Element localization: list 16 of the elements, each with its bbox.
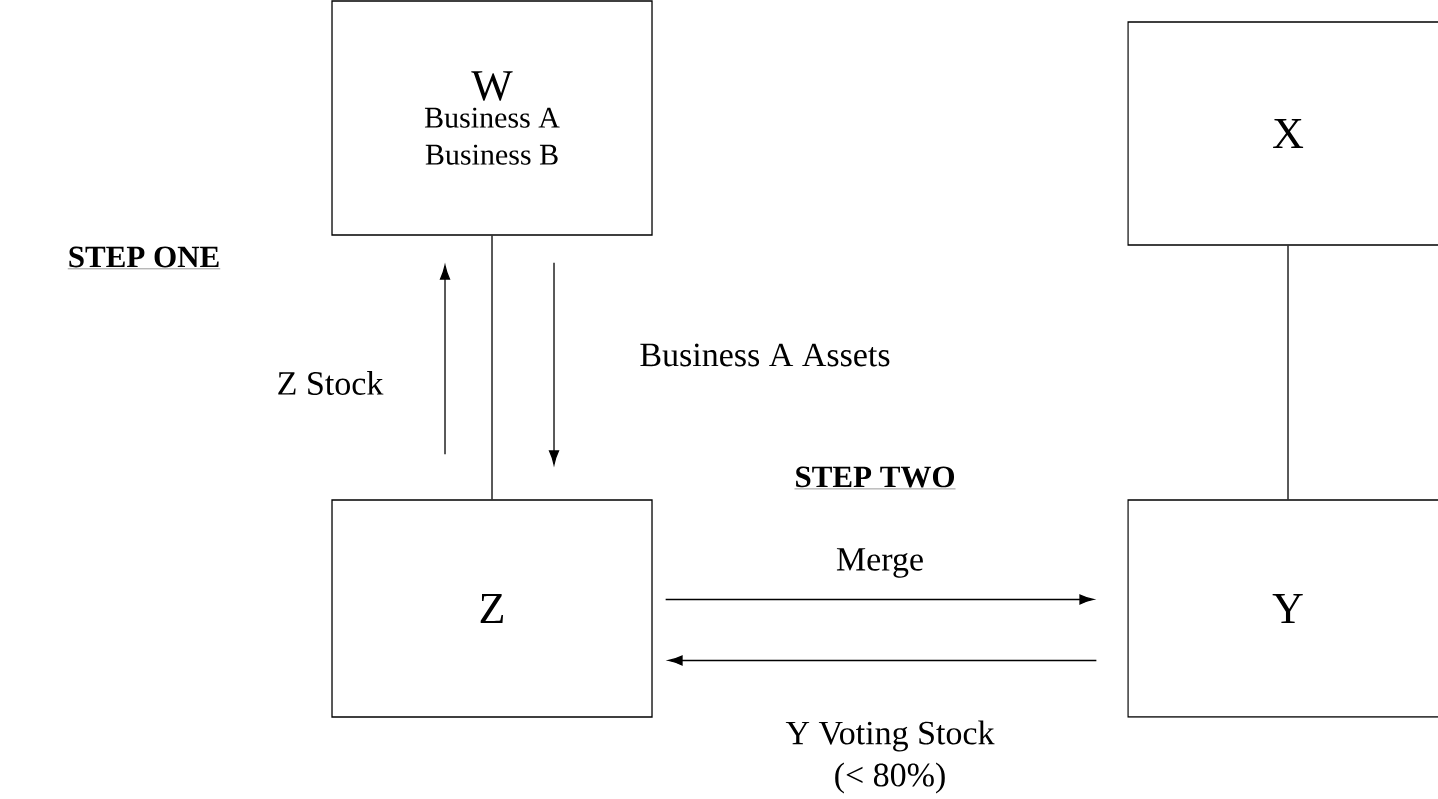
connector-line xyxy=(1287,245,1289,500)
edge-label: Merge xyxy=(836,548,923,578)
arrow xyxy=(548,262,560,465)
edge-label: Y Voting Stock (< 80%) xyxy=(785,720,995,794)
entity-box: Y xyxy=(1127,499,1438,718)
connector-line xyxy=(491,235,493,500)
edge-label: Business A Assets xyxy=(640,343,890,367)
entity-box: Z xyxy=(331,499,653,718)
step-heading: STEP ONE xyxy=(67,246,221,269)
edge-label: Z Stock xyxy=(278,371,384,395)
arrow xyxy=(439,265,451,455)
step-heading: STEP TWO xyxy=(794,466,956,490)
entity-box: X xyxy=(1127,21,1438,246)
entity-box: W Business A Business B xyxy=(331,0,653,236)
arrow xyxy=(665,594,1094,605)
arrow xyxy=(668,655,1097,666)
